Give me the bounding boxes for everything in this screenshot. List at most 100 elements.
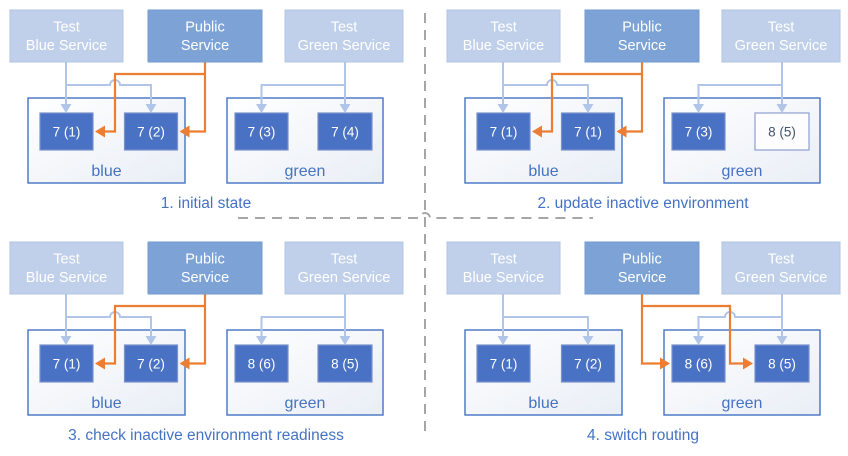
arrowhead-right-icon bbox=[743, 357, 753, 370]
arrowhead-down-icon bbox=[693, 104, 704, 113]
service-label: Blue Service bbox=[463, 270, 544, 286]
service-label: Green Service bbox=[735, 38, 828, 54]
public-service-box bbox=[147, 9, 263, 63]
public-route-connector bbox=[640, 294, 661, 365]
test-blue-service-box bbox=[9, 9, 124, 63]
arrowhead-left-icon bbox=[616, 125, 627, 138]
arrowhead-down-icon bbox=[256, 336, 267, 345]
arrowhead-down-icon bbox=[497, 336, 509, 345]
service-label: Service bbox=[618, 270, 666, 286]
arrowhead-down-icon bbox=[145, 336, 157, 345]
test-green-service-box bbox=[284, 9, 404, 63]
test-blue-service-box bbox=[446, 241, 561, 295]
service-label: Public bbox=[622, 20, 662, 36]
arrowhead-down-icon bbox=[693, 336, 704, 345]
service-label: Public bbox=[622, 252, 662, 268]
green-pod-1 bbox=[234, 344, 289, 383]
public-route-connector bbox=[626, 62, 644, 133]
arrowhead-down-icon bbox=[60, 336, 72, 345]
quadrant-update-inactive-environment: 7 (1) 7 (1) 7 (3) 8 (5) blue green Test … bbox=[437, 0, 848, 224]
arrowhead-down-icon bbox=[497, 104, 509, 113]
pod-label: 7 (1) bbox=[574, 125, 602, 140]
test-green-service-box bbox=[284, 241, 404, 295]
pod-label: 7 (1) bbox=[53, 357, 81, 372]
green-pod-1 bbox=[671, 344, 726, 383]
blue-environment-label: blue bbox=[528, 395, 558, 412]
green-pod-2 bbox=[317, 344, 373, 383]
arrowhead-down-icon bbox=[776, 104, 788, 113]
public-service-box bbox=[147, 241, 263, 295]
public-service-box bbox=[584, 241, 700, 295]
arrowhead-down-icon bbox=[145, 104, 157, 113]
green-environment-label: green bbox=[722, 163, 763, 180]
arrowhead-down-icon bbox=[339, 336, 351, 345]
arrowhead-down-icon bbox=[582, 104, 594, 113]
test-blue-service-box bbox=[446, 9, 561, 63]
service-label: Public bbox=[185, 20, 225, 36]
green-pod-1 bbox=[671, 112, 726, 151]
quadrant-caption: 1. initial state bbox=[161, 195, 251, 212]
arrowhead-down-icon bbox=[776, 336, 788, 345]
quadrant-check-inactive-environment-readiness: 7 (1) 7 (2) 8 (6) 8 (5) blue green Test … bbox=[0, 232, 411, 456]
service-label: Test bbox=[490, 252, 517, 268]
service-label: Blue Service bbox=[463, 38, 544, 54]
service-label: Public bbox=[185, 252, 225, 268]
public-route-connector-branch bbox=[104, 304, 205, 365]
public-route-connector bbox=[189, 62, 207, 133]
service-label: Green Service bbox=[735, 270, 828, 286]
public-route-connector-branch bbox=[104, 72, 205, 133]
pod-label: 7 (2) bbox=[137, 125, 165, 140]
arrowhead-left-icon bbox=[532, 125, 542, 138]
pod-label: 8 (5) bbox=[331, 357, 359, 372]
service-label: Test bbox=[53, 252, 80, 268]
test-blue-connector-branch bbox=[503, 316, 589, 337]
blue-pod-1 bbox=[39, 344, 94, 383]
pod-label: 7 (3) bbox=[248, 125, 276, 140]
service-label: Service bbox=[181, 270, 229, 286]
blue-environment-label: blue bbox=[91, 163, 121, 180]
test-green-connector-branch bbox=[260, 316, 345, 337]
test-green-connector-branch bbox=[260, 84, 345, 105]
arrowhead-down-icon bbox=[256, 104, 267, 113]
arrowhead-left-icon bbox=[179, 357, 190, 370]
service-label: Test bbox=[768, 20, 795, 36]
test-green-service-box bbox=[721, 241, 841, 295]
test-green-connector-branch bbox=[697, 84, 782, 105]
pod-label: 8 (6) bbox=[685, 357, 713, 372]
service-label: Test bbox=[331, 252, 358, 268]
service-label: Green Service bbox=[298, 270, 391, 286]
pod-label: 7 (4) bbox=[331, 125, 359, 140]
test-blue-service-box bbox=[9, 241, 124, 295]
service-label: Test bbox=[53, 20, 80, 36]
arrowhead-down-icon bbox=[582, 336, 594, 345]
green-environment-label: green bbox=[722, 395, 763, 412]
public-route-connector bbox=[189, 294, 207, 365]
green-pod-2 bbox=[317, 112, 373, 151]
pod-label: 8 (6) bbox=[248, 357, 276, 372]
pod-label: 7 (1) bbox=[490, 357, 518, 372]
blue-environment-label: blue bbox=[528, 163, 558, 180]
service-label: Service bbox=[618, 38, 666, 54]
quadrant-switch-routing: 7 (1) 7 (2) 8 (6) 8 (5) blue green Test … bbox=[437, 232, 848, 456]
public-service-box bbox=[584, 9, 700, 63]
green-environment-label: green bbox=[285, 395, 326, 412]
arrowhead-down-icon bbox=[60, 104, 72, 113]
pod-label: 8 (5) bbox=[768, 125, 796, 140]
arrowhead-left-icon bbox=[179, 125, 190, 138]
arrowhead-left-icon bbox=[95, 125, 105, 138]
pod-label: 8 (5) bbox=[768, 357, 796, 372]
arrowhead-right-icon bbox=[660, 357, 670, 370]
service-label: Green Service bbox=[298, 38, 391, 54]
blue-pod-2 bbox=[560, 112, 616, 151]
quadrant-caption: 4. switch routing bbox=[587, 427, 699, 444]
green-pod-1 bbox=[234, 112, 289, 151]
green-environment-label: green bbox=[285, 163, 326, 180]
public-route-connector-branch bbox=[541, 72, 642, 133]
service-label: Blue Service bbox=[26, 38, 107, 54]
service-label: Test bbox=[768, 252, 795, 268]
quadrant-caption: 2. update inactive environment bbox=[537, 195, 749, 212]
pod-label: 7 (3) bbox=[685, 125, 713, 140]
service-label: Blue Service bbox=[26, 270, 107, 286]
